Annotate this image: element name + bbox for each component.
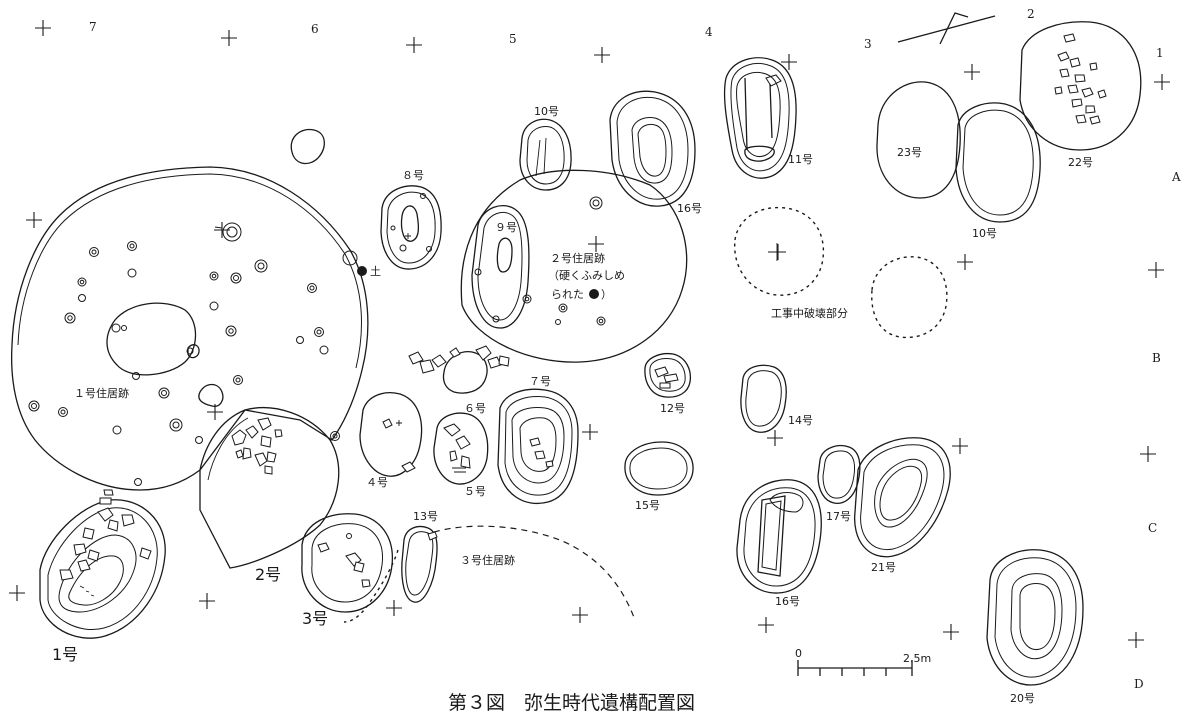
pit-20-label: 20号 [1010,692,1035,705]
pit-8-label: ８号 [402,169,424,182]
pit-7: ７号 [497,375,579,504]
pit-13: 13号 [401,510,438,603]
grid-cross-markers [9,20,1170,648]
figure-caption: 第３図 弥生時代遺構配置図 [448,692,695,714]
scale-zero: 0 [795,647,802,660]
house-2: 2号 [199,407,340,584]
house-2-dwelling: ９号 ２号住居跡 （硬くふみしめ られた ） [460,169,688,363]
small-pit-top [290,128,325,165]
pit-10a-label: 10号 [534,105,559,118]
grid-col-3: 3 [864,37,872,51]
grid-row-b: B [1152,351,1161,365]
construction-destroyed-area: 工事中破壊部分 [734,206,948,339]
pit-10-upper: 10号 [519,105,572,191]
pit-11: 11号 [723,57,813,179]
pit-17-label: 17号 [826,510,851,523]
house-1: １号住居跡 [11,166,369,491]
pit-20: 20号 [986,549,1084,705]
grid-column-labels: 7 6 5 4 3 2 1 [89,7,1164,60]
pit-23-label: 23号 [897,146,922,159]
pit-6: ６号 [408,345,510,415]
house-2-label-4: ） [601,288,612,301]
pit-8: ８号 [380,169,442,270]
house-3-label: ３号住居跡 [460,553,515,567]
house-2-label-1: ２号住居跡 [550,251,605,265]
pit-1: 1号 [39,489,166,664]
grid-col-4: 4 [705,25,713,39]
pit-17: 17号 [817,445,861,523]
pit-12: 12号 [644,352,692,415]
house-1-label: １号住居跡 [74,386,129,400]
grid-col-7: 7 [89,20,97,34]
pit-15-label: 15号 [635,499,660,512]
pit-4-label: ４号 [366,476,388,489]
pit-15: 15号 [624,441,694,512]
grid-row-d: D [1134,677,1144,691]
house-3: ３号住居跡 [343,525,636,623]
house-2-label-2: （硬くふみしめ [548,269,625,282]
scale-bar: 0 2.5m [795,647,931,676]
house-2-label-3: られた [551,288,584,301]
grid-col-2: 2 [1027,7,1035,21]
destroyed-area-label: 工事中破壊部分 [771,306,848,320]
pit-3: 3号 [301,513,393,628]
pit-16b-label: 16号 [775,595,800,608]
pit-7-label: ７号 [529,375,551,388]
pit-23: 23号 [876,81,961,199]
north-arrow-icon [897,12,996,45]
pit-16-lower: 16号 [736,479,822,608]
grid-col-1: 1 [1156,46,1164,60]
earth-marker: 土 [342,250,381,278]
pit-21: 21号 [854,437,951,574]
pit-14-label: 14号 [788,414,813,427]
pit-9-label: ９号 [495,221,517,234]
pit-4: ４号 [359,392,423,489]
pit-12-label: 12号 [660,402,685,415]
pit-16a-label: 16号 [677,202,702,215]
pit-14: 14号 [740,364,813,433]
grid-row-a: A [1171,170,1181,184]
pit-11-label: 11号 [788,153,813,166]
grid-row-labels: A B C D [1134,170,1181,691]
pit-21-label: 21号 [871,561,896,574]
pit-2-label: 2号 [255,565,281,584]
pit-13-label: 13号 [413,510,438,523]
pit-5: ５号 [433,412,489,498]
pit-10-right: 10号 [955,102,1041,240]
pit-5-label: ５号 [464,485,486,498]
pit-22: 22号 [1019,21,1142,169]
grid-col-5: 5 [509,32,517,46]
pit-22-label: 22号 [1068,156,1093,169]
earth-dot-icon [357,266,367,276]
grid-col-6: 6 [311,22,319,36]
packed-floor-dot-icon [589,289,599,299]
pit-1-label: 1号 [52,645,78,664]
pit-6-label: ６号 [464,402,486,415]
earth-marker-label: 土 [370,265,381,278]
pit-10b-label: 10号 [972,227,997,240]
grid-row-c: C [1148,521,1157,535]
scale-max: 2.5m [903,652,931,665]
pit-16-upper: 16号 [609,90,702,215]
pit-3-label: 3号 [302,609,328,628]
